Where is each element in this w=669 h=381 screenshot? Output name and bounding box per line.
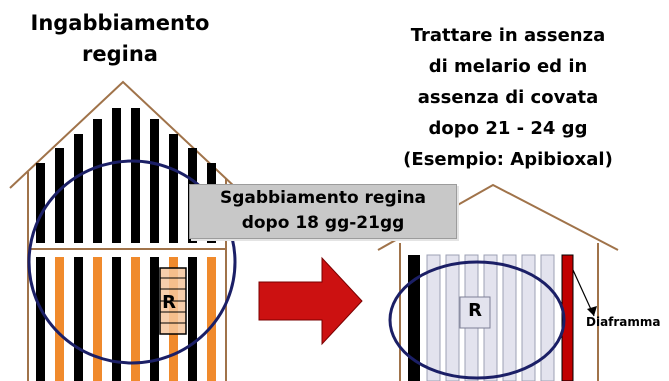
queen-cage [159,267,187,335]
frame [131,108,140,243]
queen-marker-box [459,296,491,329]
frame-dark [74,257,83,381]
divider-pointer [572,269,597,317]
frame-dark [188,257,197,381]
frame-brood [93,257,102,381]
frame-empty [426,254,441,381]
frame-empty [502,254,517,381]
frame-dark [150,257,159,381]
right-focus-circle [388,260,566,380]
release-note-box [189,184,457,239]
frame-dark [408,255,420,381]
frame [36,163,45,243]
queen-label-right: R [468,300,482,321]
frame [55,148,64,243]
left-hive-roof [9,80,237,189]
divider-label: Diaframma [586,315,661,329]
frame [74,134,83,243]
frame-brood [131,257,140,381]
frame [150,119,159,243]
left-focus-circle [27,159,237,365]
frame-empty [540,254,555,381]
left-hive [9,80,237,381]
queen-label-left: R [162,292,176,313]
frame-empty [445,254,460,381]
frame [169,134,178,243]
frame [93,119,102,243]
frame-empty [521,254,536,381]
frame-brood [55,257,64,381]
frame-dark [112,257,121,381]
frame-brood [207,257,216,381]
frame-dark [36,257,45,381]
right-hive [377,183,619,381]
transition-arrow [258,256,363,346]
frame [112,108,121,243]
divider-board [561,254,574,381]
